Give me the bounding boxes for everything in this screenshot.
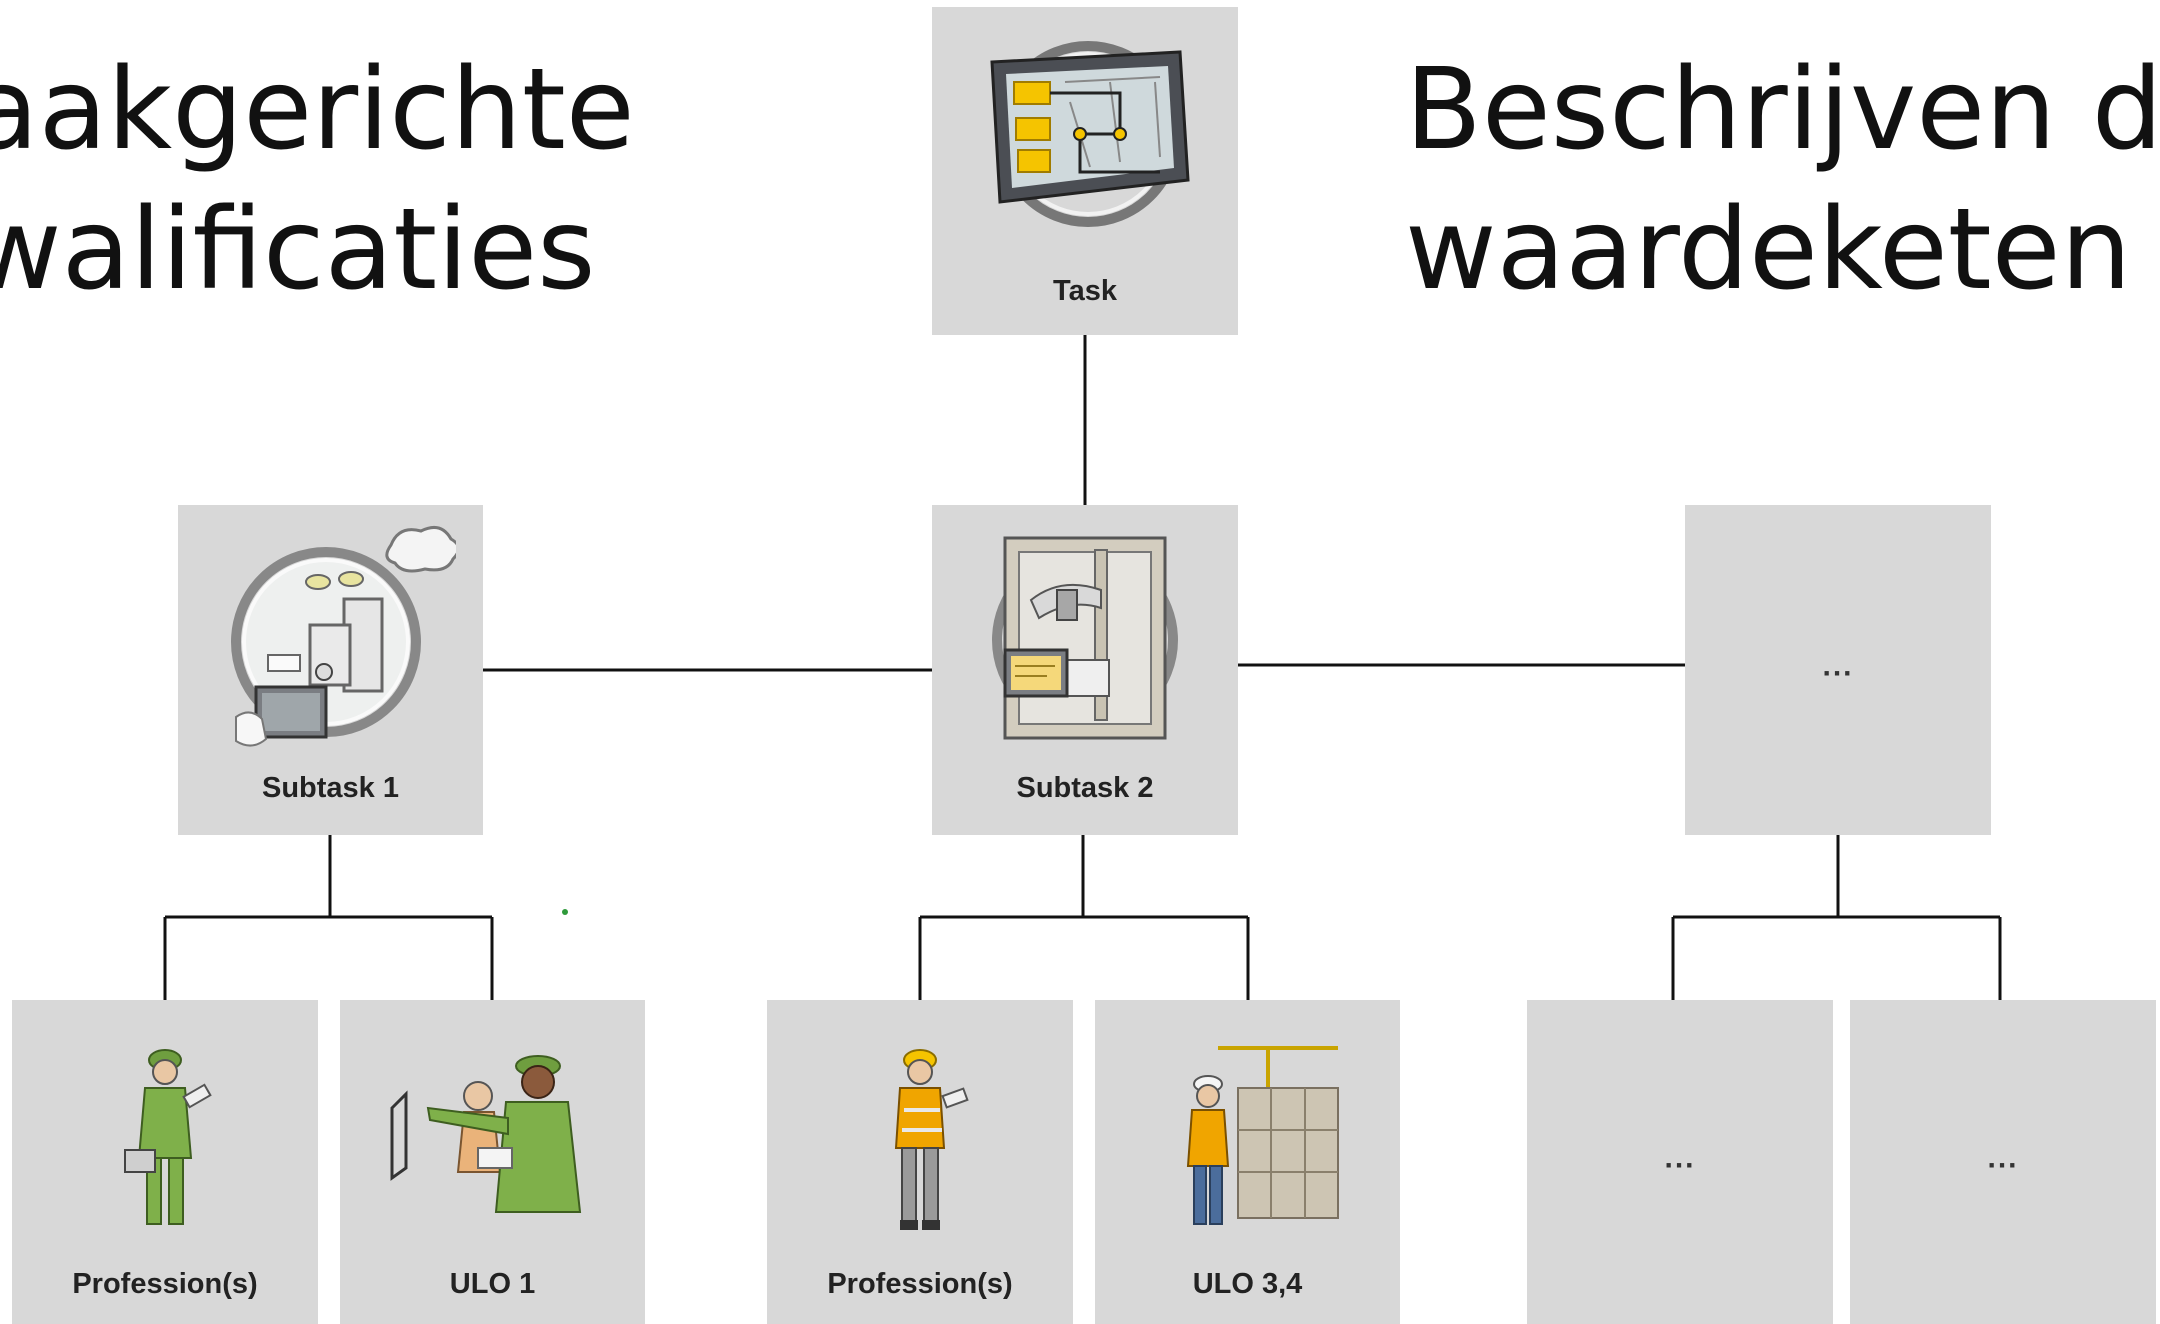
profession-1-node: Profession(s)	[12, 1000, 318, 1324]
ulo-34-node: ULO 3,4	[1095, 1000, 1400, 1324]
subtask-3-node: ...	[1685, 505, 1991, 835]
heading-right-line-1: Beschrijven de	[1405, 45, 2160, 175]
machine-inspection-icon	[992, 536, 1178, 740]
stray-dot	[562, 909, 568, 915]
profession-1-label: Profession(s)	[72, 1268, 258, 1300]
heading-left-line-2: walificaties	[0, 185, 596, 315]
leaf-6-node: ...	[1850, 1000, 2156, 1324]
leaf-5-placeholder: ...	[1664, 1141, 1696, 1175]
safety-vest-worker-icon	[894, 1049, 969, 1230]
tablet-plan-icon	[990, 41, 1190, 227]
subtask-1-node: Subtask 1	[178, 505, 483, 835]
factory-plant-icon	[230, 525, 456, 747]
ulo-1-label: ULO 1	[449, 1268, 536, 1300]
green-worker-icon	[124, 1049, 212, 1225]
task-label: Task	[1053, 275, 1117, 307]
subtask-2-node: Subtask 2	[932, 505, 1238, 835]
subtask-1-label: Subtask 1	[262, 772, 399, 804]
heading-left-line-1: aakgerichte	[0, 45, 635, 175]
heading-right-line-2: waardeketen	[1405, 185, 2132, 315]
heading-left: aakgerichte walificaties	[0, 40, 635, 320]
leaf-5-node: ...	[1527, 1000, 1833, 1324]
worker-training-icon	[390, 1055, 581, 1213]
profession-2-label: Profession(s)	[827, 1268, 1013, 1300]
task-node: Task	[932, 7, 1238, 335]
leaf-6-placeholder: ...	[1987, 1141, 2019, 1175]
ulo-1-node: ULO 1	[340, 1000, 645, 1324]
heading-right: Beschrijven de waardeketen	[1405, 40, 2160, 320]
profession-2-node: Profession(s)	[767, 1000, 1073, 1324]
subtask-3-placeholder: ...	[1822, 649, 1854, 683]
ulo-34-label: ULO 3,4	[1192, 1268, 1303, 1300]
construction-site-icon	[1186, 1046, 1339, 1225]
subtask-2-label: Subtask 2	[1016, 772, 1154, 804]
